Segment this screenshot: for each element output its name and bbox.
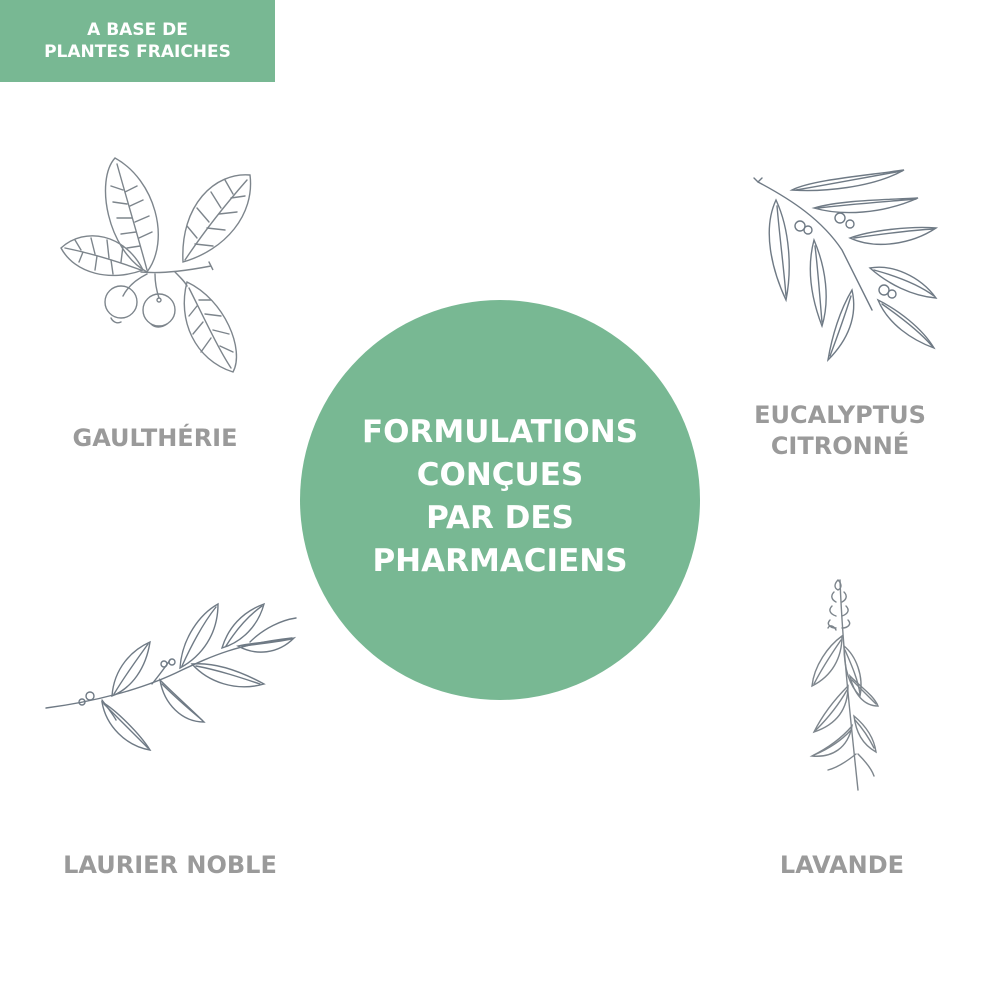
badge-line-2: PLANTES FRAICHES <box>44 42 231 62</box>
bay-laurel-icon <box>42 598 298 754</box>
laurier-label: LAURIER NOBLE <box>63 851 277 879</box>
eucalyptus-label-line-2: CITRONNÉ <box>770 432 910 460</box>
eucalyptus-icon <box>752 160 942 370</box>
lavender-icon <box>804 576 884 794</box>
center-line-3: PAR DES <box>426 500 574 536</box>
eucalyptus-label: EUCALYPTUS CITRONNÉ <box>740 400 940 462</box>
eucalyptus-label-line-1: EUCALYPTUS <box>754 401 926 429</box>
badge: A BASE DE PLANTES FRAICHES <box>0 0 275 82</box>
center-line-1: FORMULATIONS <box>361 414 639 450</box>
badge-line-1: A BASE DE <box>87 20 188 40</box>
gaultherie-label: GAULTHÉRIE <box>72 424 238 452</box>
wintergreen-icon <box>55 150 255 380</box>
lavande-label: LAVANDE <box>779 851 905 879</box>
center-circle: FORMULATIONS CONÇUES PAR DES PHARMACIENS <box>300 300 700 700</box>
center-line-2: CONÇUES <box>416 457 584 493</box>
center-line-4: PHARMACIENS <box>372 543 628 579</box>
